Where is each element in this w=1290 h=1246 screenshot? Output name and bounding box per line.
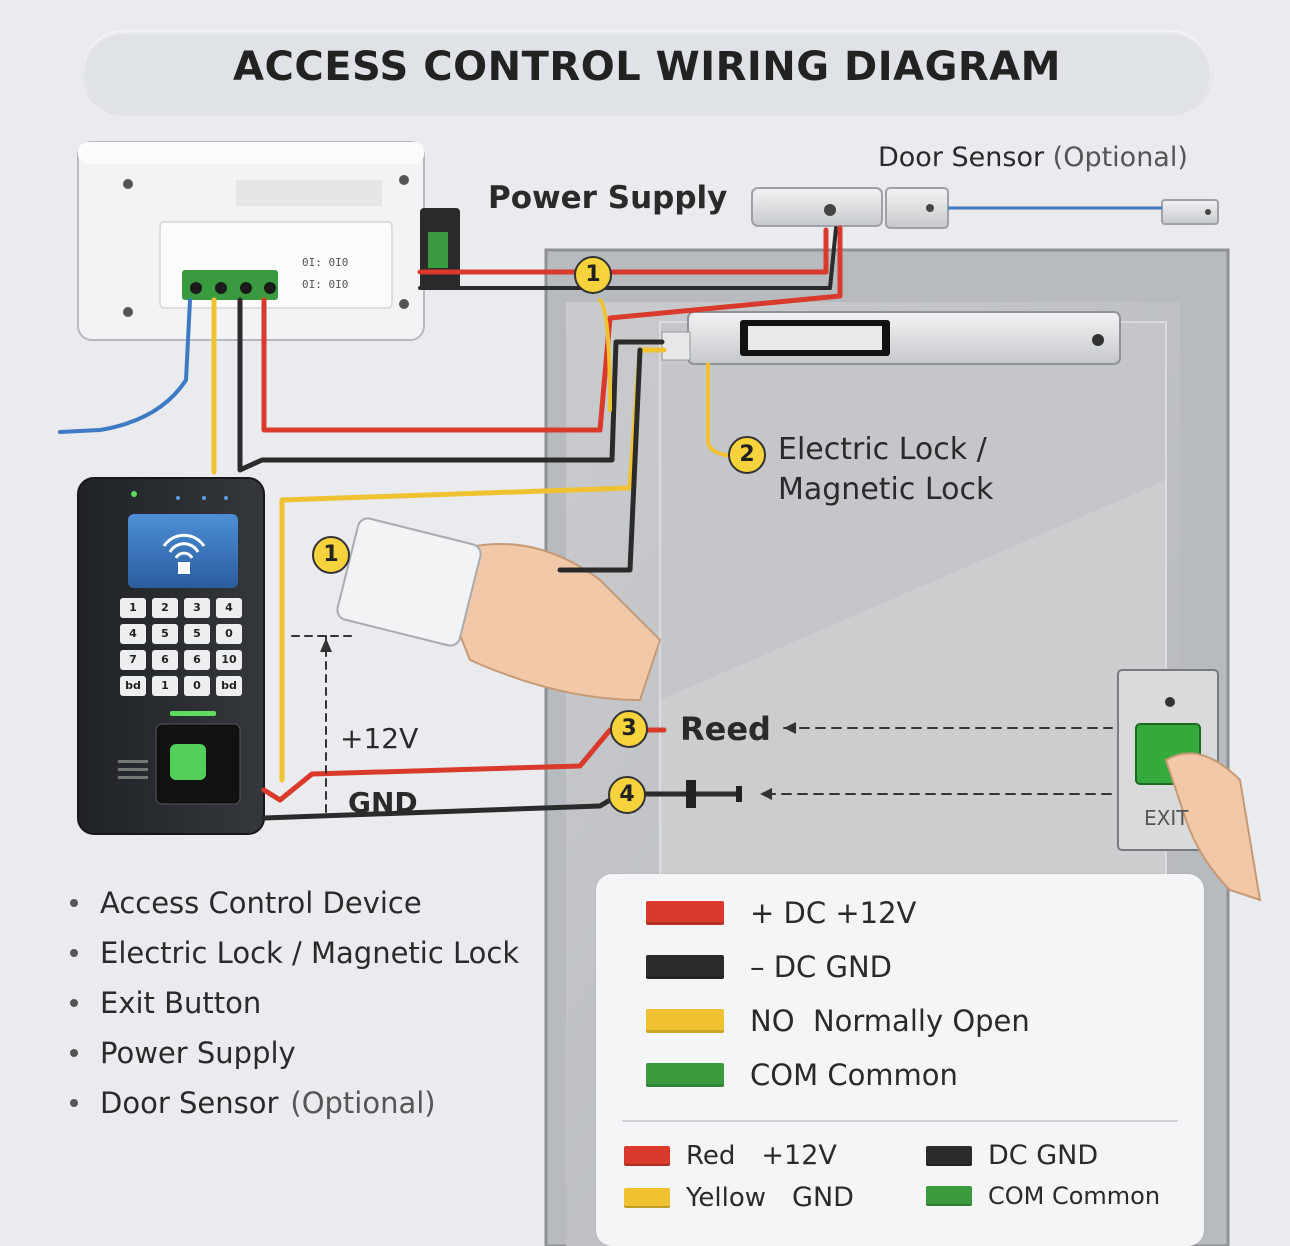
keypad-key[interactable]: 4 bbox=[216, 598, 242, 618]
keypad-key[interactable]: 3 bbox=[184, 598, 210, 618]
legend-label: + DC +12V bbox=[750, 896, 917, 930]
component-item: Power Supply bbox=[70, 1028, 519, 1078]
component-name: Power Supply bbox=[100, 1036, 296, 1070]
keypad-key[interactable]: bd bbox=[216, 676, 242, 696]
legend-small-swatch bbox=[624, 1187, 670, 1208]
component-item: Electric Lock / Magnetic Lock bbox=[70, 928, 519, 978]
bullet-dot bbox=[70, 1049, 78, 1057]
component-name: Access Control Device bbox=[100, 886, 422, 920]
door-sensor-unit bbox=[751, 187, 1219, 229]
legend-swatch bbox=[646, 1009, 724, 1033]
component-item: Exit Button bbox=[70, 978, 519, 1028]
badge-4: 4 bbox=[608, 776, 646, 814]
component-note: (Optional) bbox=[290, 1086, 436, 1120]
plus12v-label: +12V bbox=[340, 722, 419, 755]
legend-small-value: DC GND bbox=[988, 1140, 1099, 1171]
electric-lock-label: Electric Lock / Magnetic Lock bbox=[778, 430, 993, 510]
legend-small-row: Yellow GND bbox=[624, 1182, 854, 1213]
legend-small-swatch bbox=[624, 1145, 670, 1166]
keypad-key[interactable]: 5 bbox=[184, 624, 210, 644]
reed-label: Reed bbox=[680, 710, 771, 748]
terminal-row-2: 0I: 0I0 bbox=[302, 278, 349, 291]
bullet-dot bbox=[70, 949, 78, 957]
exit-hand bbox=[1164, 752, 1262, 902]
component-item: Door Sensor (Optional) bbox=[70, 1078, 519, 1128]
component-name: Electric Lock / Magnetic Lock bbox=[100, 936, 520, 970]
bullet-dot bbox=[70, 999, 78, 1007]
keypad-key[interactable]: 0 bbox=[216, 624, 242, 644]
component-name: Exit Button bbox=[100, 986, 262, 1020]
power-supply-label: Power Supply bbox=[488, 180, 728, 216]
legend-small-row: DC GND bbox=[926, 1140, 1098, 1171]
legend-small-row: COM Common bbox=[926, 1182, 1160, 1210]
door-sensor-optional: (Optional) bbox=[1052, 142, 1188, 173]
keypad-key[interactable]: 0 bbox=[184, 676, 210, 696]
bullet-dot bbox=[70, 899, 78, 907]
legend-small-value: +12V bbox=[761, 1140, 837, 1171]
legend-swatch bbox=[646, 901, 724, 925]
legend-small-swatch bbox=[926, 1186, 972, 1206]
electric-lock-line1: Electric Lock / bbox=[778, 432, 987, 467]
legend-label: COM Common bbox=[750, 1058, 958, 1092]
legend-swatch bbox=[646, 1063, 724, 1087]
legend-divider bbox=[622, 1120, 1178, 1122]
door-sensor-name: Door Sensor bbox=[878, 142, 1045, 173]
power-supply-unit bbox=[77, 141, 460, 341]
legend-row: + DC +12V bbox=[646, 896, 916, 930]
bullet-dot bbox=[70, 1099, 78, 1107]
keypad-key[interactable]: 6 bbox=[184, 650, 210, 670]
legend-small-name: Yellow bbox=[686, 1182, 767, 1213]
legend-small-swatch bbox=[926, 1145, 972, 1166]
page-title: ACCESS CONTROL WIRING DIAGRAM bbox=[233, 44, 1061, 90]
legend-small-name: Red bbox=[686, 1140, 736, 1171]
component-name: Door Sensor bbox=[100, 1086, 279, 1120]
keypad-key[interactable]: 6 bbox=[152, 650, 178, 670]
badge-1-top: 1 bbox=[574, 256, 612, 294]
door-sensor-label: Door Sensor (Optional) bbox=[878, 142, 1188, 173]
legend-box bbox=[596, 874, 1204, 1246]
legend-row: NO Normally Open bbox=[646, 1004, 1030, 1038]
legend-label: NO Normally Open bbox=[750, 1004, 1030, 1038]
title-pill bbox=[82, 30, 1212, 114]
terminal-row-1: 0I: 0I0 bbox=[302, 256, 349, 269]
keypad-key[interactable]: 1 bbox=[120, 598, 146, 618]
component-item: Access Control Device bbox=[70, 878, 519, 928]
badge-2: 2 bbox=[728, 436, 766, 474]
legend-row: COM Common bbox=[646, 1058, 958, 1092]
electric-lock-line2: Magnetic Lock bbox=[778, 472, 994, 507]
keypad-key[interactable]: 10 bbox=[216, 650, 242, 670]
legend-small-value: COM Common bbox=[988, 1182, 1161, 1210]
legend-label: – DC GND bbox=[750, 950, 893, 984]
magnetic-lock-unit bbox=[661, 311, 1121, 365]
keypad-key[interactable]: 4 bbox=[120, 624, 146, 644]
legend-small-value: GND bbox=[792, 1182, 854, 1213]
legend-small-row: Red +12V bbox=[624, 1140, 837, 1171]
keypad-key[interactable]: 1 bbox=[152, 676, 178, 696]
keypad-key[interactable]: 2 bbox=[152, 598, 178, 618]
keypad-key[interactable]: bd bbox=[120, 676, 146, 696]
badge-1-left: 1 bbox=[312, 536, 350, 574]
gnd-label: GND bbox=[348, 786, 418, 819]
hand-card bbox=[336, 517, 662, 702]
keypad-key[interactable]: 5 bbox=[152, 624, 178, 644]
legend-row: – DC GND bbox=[646, 950, 892, 984]
exit-label: EXIT bbox=[1144, 806, 1189, 830]
legend-swatch bbox=[646, 955, 724, 979]
keypad-key[interactable]: 7 bbox=[120, 650, 146, 670]
badge-3: 3 bbox=[610, 710, 648, 748]
